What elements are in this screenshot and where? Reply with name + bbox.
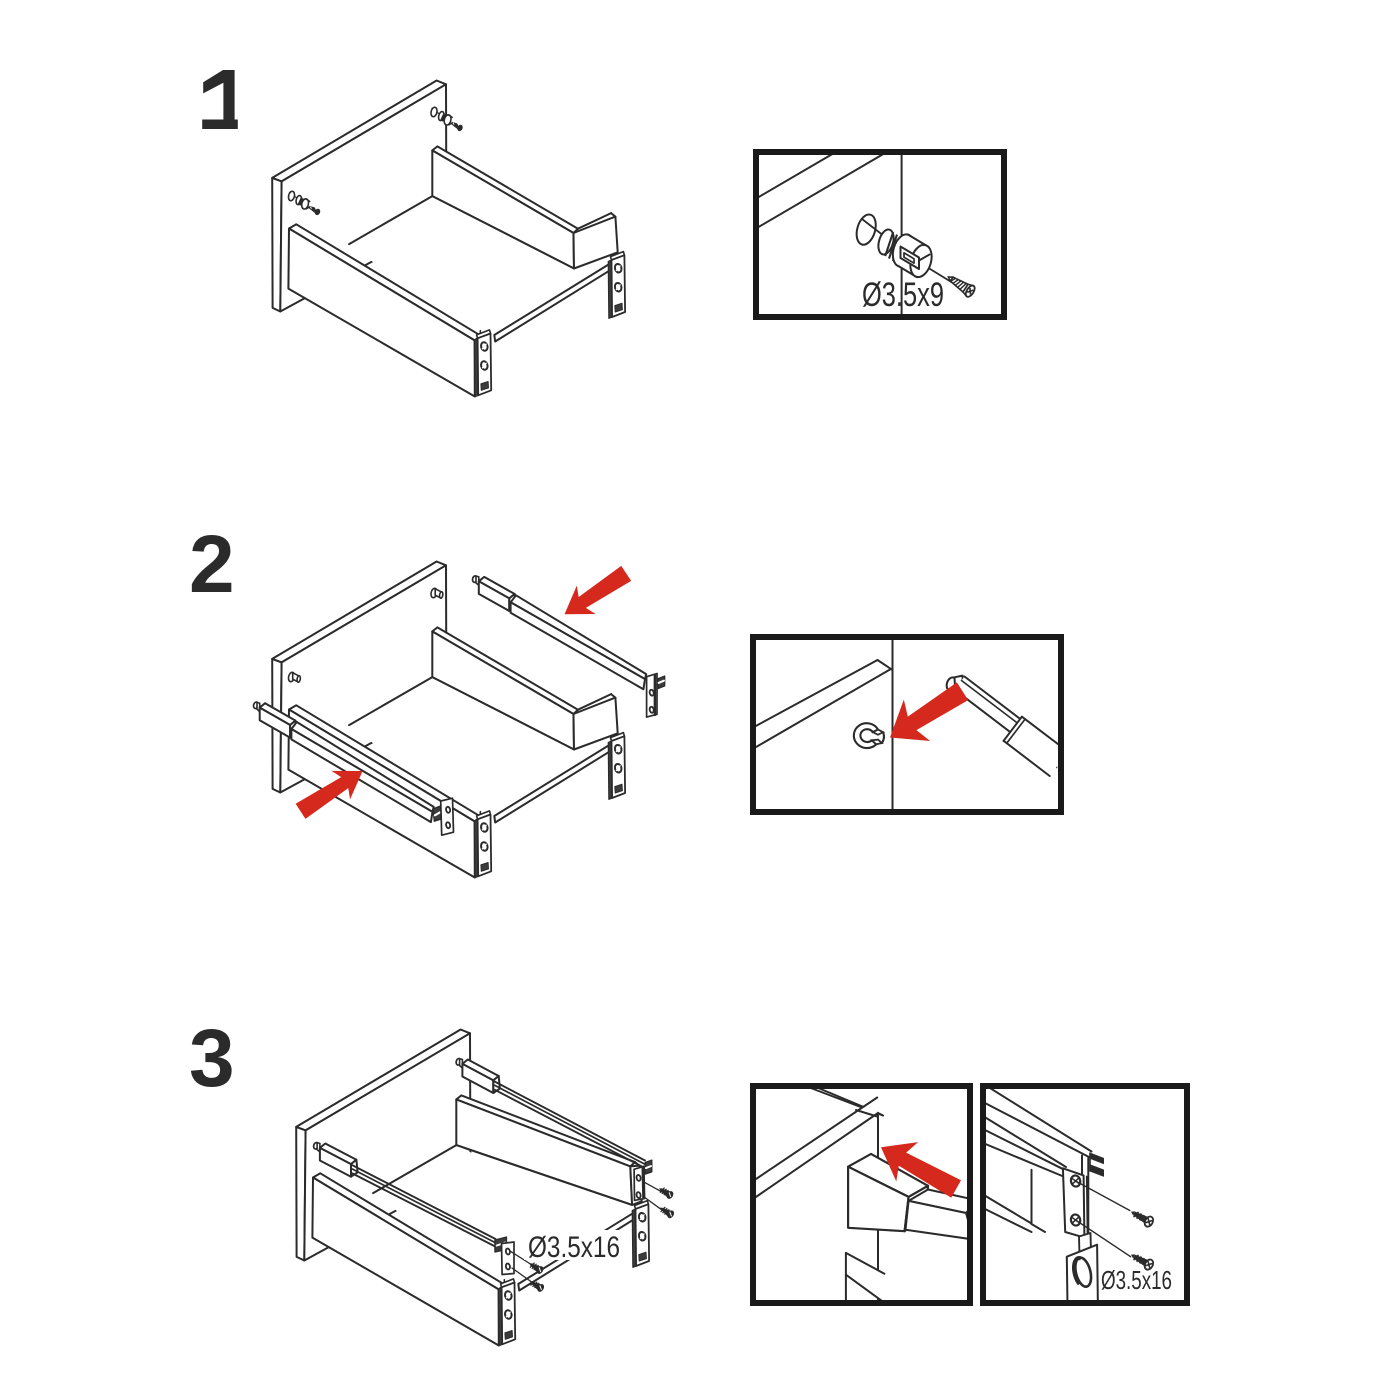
- svg-text:2: 2: [189, 519, 235, 610]
- svg-text:Ø3.5x16: Ø3.5x16: [528, 1231, 620, 1264]
- svg-text:Ø3.5x16: Ø3.5x16: [1101, 1265, 1172, 1295]
- svg-text:Ø3.5x9: Ø3.5x9: [862, 276, 944, 314]
- svg-text:3: 3: [189, 1013, 235, 1104]
